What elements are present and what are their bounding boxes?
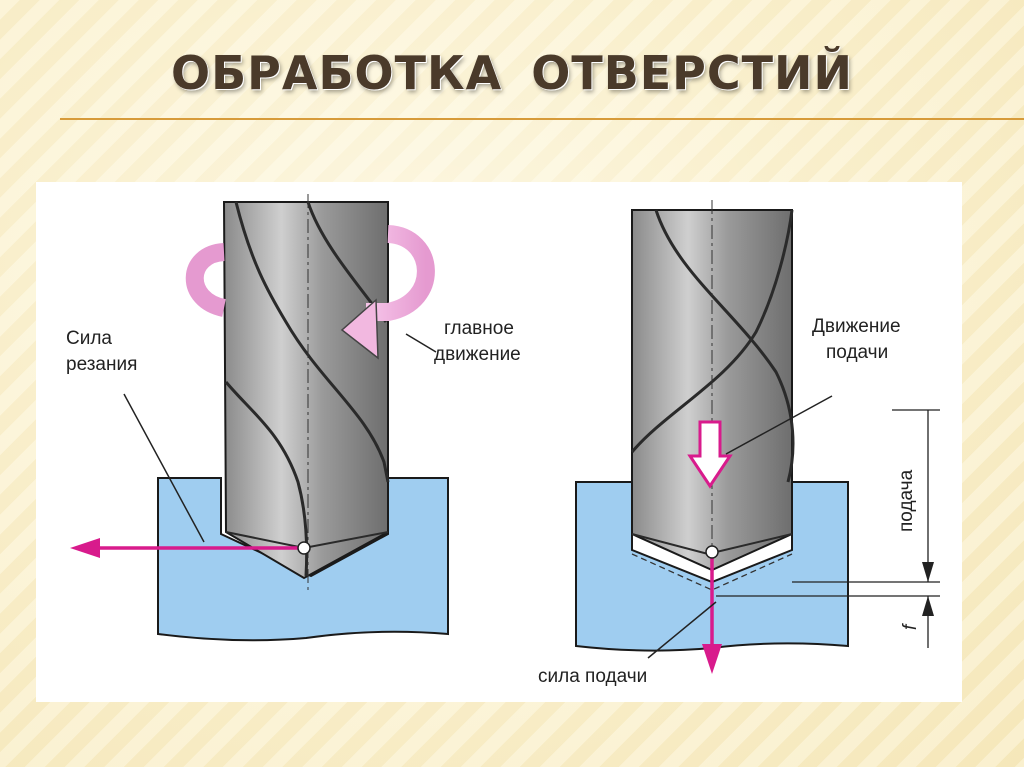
left-drilling-view: Сила резания главное движение [66, 194, 521, 642]
cutting-force-label-line2: резания [66, 354, 137, 375]
left-drill-flute [234, 201, 390, 483]
right-drill-flute-2 [630, 209, 794, 453]
left-drill-body [222, 201, 389, 580]
title-underline [60, 118, 1024, 120]
right-drilling-view: Движение подачи подача f сила подачи [538, 200, 940, 687]
feed-force-arrowhead [702, 644, 722, 674]
rotation-arrow-back [185, 243, 227, 317]
feed-dimension-label: подача [896, 469, 917, 532]
right-drill-flute [654, 209, 795, 483]
cutting-force-arrowhead [70, 538, 100, 558]
rotation-arrow-front [366, 225, 435, 321]
feed-motion-label-line2: подачи [826, 342, 888, 363]
right-drill-body [631, 209, 793, 572]
main-motion-leader [405, 333, 437, 353]
feed-motion-leader [725, 395, 833, 455]
cutting-force-label-line1: Сила [66, 328, 112, 349]
feed-force-point [705, 545, 719, 559]
slide-title: ОБРАБОТКА ОТВЕРСТИЙ [170, 46, 854, 100]
feed-force-leader [647, 601, 717, 659]
right-workpiece [575, 481, 849, 652]
main-motion-label-line1: главное [444, 318, 514, 339]
left-workpiece [157, 477, 449, 642]
cutting-force-leader [123, 393, 205, 543]
main-motion-label-line2: движение [434, 344, 521, 365]
feed-motion-arrow [687, 420, 733, 489]
drilling-diagram: Сила резания главное движение [36, 182, 962, 702]
rotation-arrow-head [340, 298, 379, 360]
drilling-diagram-svg: Сила резания главное движение [66, 194, 940, 687]
cutting-force-point [297, 541, 311, 555]
feed-dimension-arrowhead [922, 562, 934, 582]
f-dimension-label: f [900, 623, 921, 630]
feed-motion-label-line1: Движение [812, 316, 901, 337]
f-dimension-arrowhead [922, 596, 934, 616]
feed-force-label: сила подачи [538, 666, 647, 687]
